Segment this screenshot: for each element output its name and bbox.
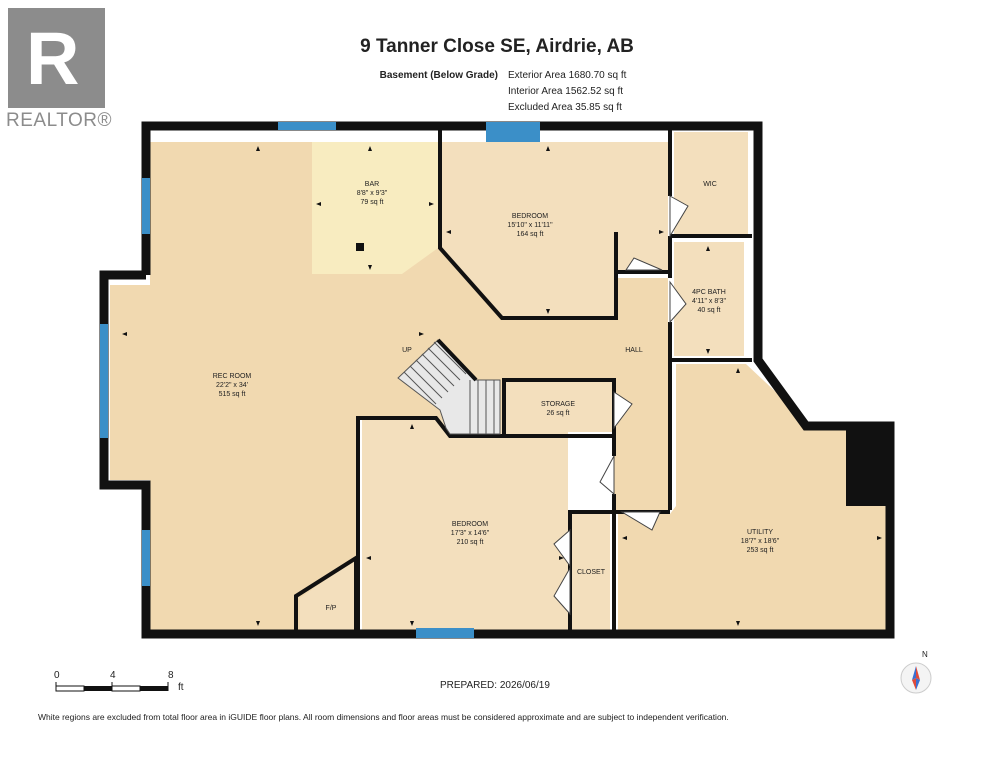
door-closet-2 [553,566,571,616]
prepared-date: PREPARED: 2026/06/19 [440,680,550,691]
window [100,324,108,438]
room-name: CLOSET [576,569,605,576]
wall-storage [356,378,616,632]
utility-fixture [846,430,886,506]
door-bath [669,280,687,324]
door-storage [613,391,633,430]
room-name: UP [402,347,412,354]
scale-graphic [55,682,169,692]
window [142,530,150,586]
door-utility [620,511,661,531]
realtor-logo-glyph: R [26,17,80,100]
dimension-arrows [122,146,882,626]
room-dims: 15'10" x 11'11" [507,222,553,229]
room-dims: 4'11" x 8'3" [692,298,726,305]
scale-tick-8: 8 [168,670,174,681]
room-label-bedroom-north: BEDROOM 15'10" x 11'11" 164 sq ft [480,212,580,239]
page-title: 9 Tanner Close SE, Airdrie, AB [360,36,634,57]
excluded-area: Excluded Area 35.85 sq ft [508,102,622,113]
interior-area: Interior Area 1562.52 sq ft [508,86,624,97]
exterior-area: Exterior Area 1680.70 sq ft [508,70,627,81]
closet-floor [572,514,610,630]
room-area: 26 sq ft [546,410,570,417]
door-wic [669,195,689,238]
doors [553,195,689,616]
room-name: 4PC BATH [692,289,726,296]
exterior-wall [99,121,895,639]
scale-tick-4: 4 [110,670,116,681]
room-dims: 17'3" x 14'6" [450,530,490,537]
stairs [397,338,501,435]
room-label-bedroom-south: BEDROOM 17'3" x 14'6" 210 sq ft [420,520,520,547]
room-name: HALL [625,347,643,354]
room-label-bath: 4PC BATH 4'11" x 8'3" 40 sq ft [676,288,742,315]
room-name: BEDROOM [511,213,549,220]
room-name: UTILITY [746,529,774,536]
wall-bedroom-north [438,128,618,320]
interior-walls [294,128,752,632]
room-label-utility: UTILITY 18'7" x 18'6" 253 sq ft [710,528,810,555]
room-label-bar: BAR 8'8" x 9'3" 79 sq ft [322,180,422,207]
room-dims: 8'8" x 9'3" [356,190,388,197]
room-area: 253 sq ft [746,547,774,554]
room-area: 79 sq ft [360,199,384,206]
room-label-hall: HALL [614,346,654,355]
scale-tick-0: 0 [54,670,60,681]
wic-floor [674,132,748,234]
disclaimer: White regions are excluded from total fl… [38,712,729,722]
floor-fills [110,132,886,630]
stairs-up-label: UP [392,346,422,355]
room-name: BEDROOM [451,521,489,528]
door-closet-1 [553,528,571,568]
room-name: STORAGE [540,401,576,408]
walls [99,121,895,639]
room-name: BAR [364,181,380,188]
room-area: 515 sq ft [218,391,246,398]
bath-floor [674,242,744,356]
room-area: 164 sq ft [516,231,544,238]
windows [100,122,540,638]
window [142,178,150,234]
window [278,122,336,130]
room-dims: 22'2" x 34' [215,382,248,389]
room-label-rec-room: REC ROOM 22'2" x 34' 515 sq ft [182,372,282,399]
compass-north-label: N [922,650,928,659]
room-name: REC ROOM [212,373,252,380]
rec-room-floor [110,142,668,630]
door-bed-south [599,455,615,496]
realtor-wordmark: REALTOR® [6,110,112,131]
room-label-fireplace: F/P [316,604,346,613]
room-dims: 18'7" x 18'6" [740,538,780,545]
level-label: Basement (Below Grade) [379,70,498,81]
bar-post [356,243,364,251]
room-area: 40 sq ft [697,307,721,314]
room-label-wic: WIC [680,180,740,189]
bedroom-north-floor [442,142,668,316]
room-label-storage: STORAGE 26 sq ft [518,400,598,418]
bar-floor [312,142,438,274]
door-bed-north [625,257,663,271]
realtor-logo: R [8,8,105,108]
fp-floor [300,560,354,630]
bedroom-south-floor [362,420,568,630]
room-label-closet: CLOSET [572,568,610,577]
scale-unit: ft [178,682,184,693]
window [416,628,474,638]
room-area: 210 sq ft [456,539,484,546]
room-name: F/P [325,605,337,612]
room-name: WIC [703,181,717,188]
wall-fp [294,554,358,632]
window [486,122,540,142]
